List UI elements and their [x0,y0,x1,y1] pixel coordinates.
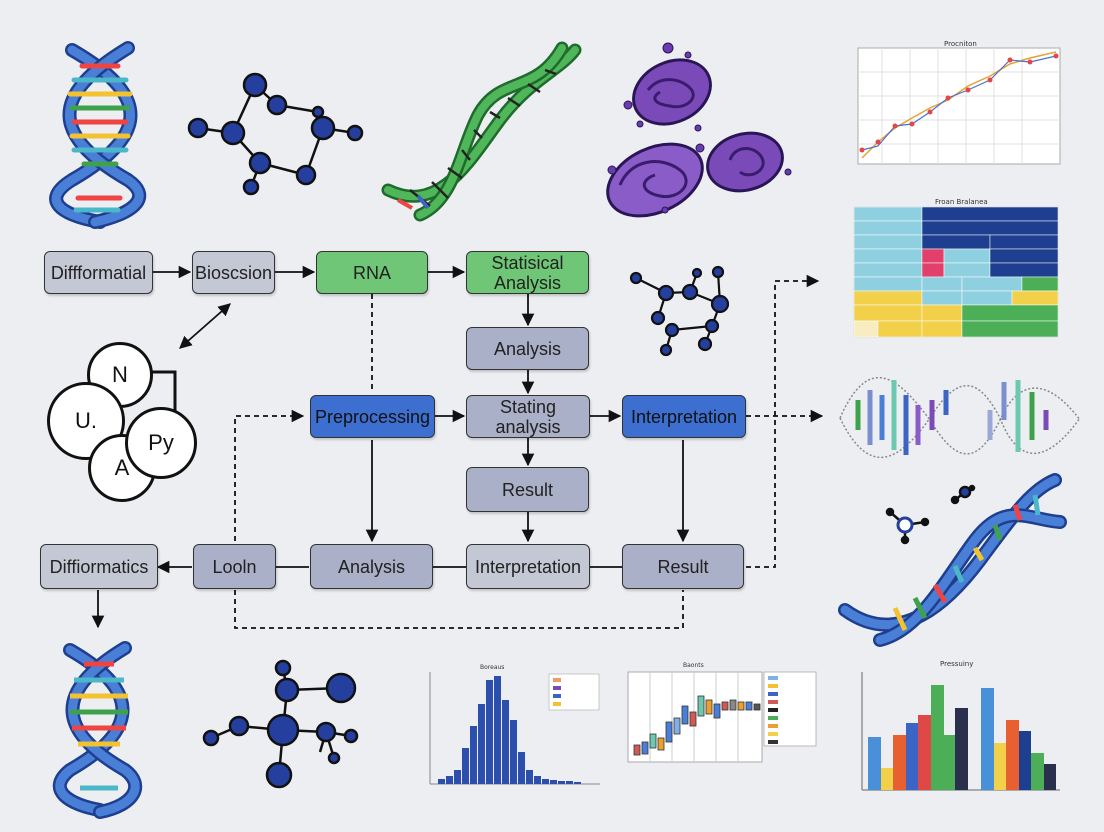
small-molecule-icon [885,484,976,545]
molecule-ring-icon [629,265,730,357]
bar-chart-title: Pressuiny [940,660,974,668]
histogram-title: Boreaus [480,664,505,671]
cell-icon [606,42,792,218]
box-plot-title: Baonts [683,662,704,669]
dna-helix-icon [49,41,147,229]
box-plot-chart [627,671,817,763]
node-looln[interactable]: Looln [193,544,276,589]
histogram-chart [429,672,600,785]
flow-arrows [91,265,690,629]
bar-chart [861,672,1060,791]
line-chart-title: Procniton [944,40,977,48]
venn-label-py: Py [148,430,174,455]
dna-helix-blue-icon [838,473,1067,647]
node-result-bottom[interactable]: Result [622,544,744,589]
venn-label-a: A [114,455,130,480]
line-chart [857,47,1061,165]
dna-helix-bottom-icon [52,641,143,819]
node-analysis-bottom[interactable]: Analysis [310,544,433,589]
node-statistical-analysis[interactable]: Statisical Analysis [466,251,589,294]
waveform-icon [839,377,1081,459]
molecule-icon [187,72,364,196]
venn-label-n: N [112,362,128,387]
node-rna[interactable]: RNA [316,251,428,294]
node-diffformatial[interactable]: Diffformatial [44,251,153,294]
node-preprocessing[interactable]: Preprocessing [310,395,435,438]
molecule-bottom-icon [202,659,359,789]
node-analysis-top[interactable]: Analysis [466,327,589,370]
node-result-mid[interactable]: Result [466,467,589,512]
node-stating-analysis[interactable]: Stating analysis [466,395,590,438]
node-interpretation-top[interactable]: Interpretation [622,395,746,438]
node-interpretation-bottom[interactable]: Interpretation [466,544,590,589]
heatmap-title: Froan Bralanea [935,198,988,206]
venn-circle-py: Py [125,407,197,479]
node-diffiormatics[interactable]: Diffiormatics [40,544,158,589]
flow-dashed-arrows [234,274,824,629]
heatmap-chart [853,206,1059,338]
dna-helix-green-icon [381,41,582,222]
node-bioscsion[interactable]: Bioscsion [192,251,275,294]
venn-label-u: U. [75,408,97,433]
